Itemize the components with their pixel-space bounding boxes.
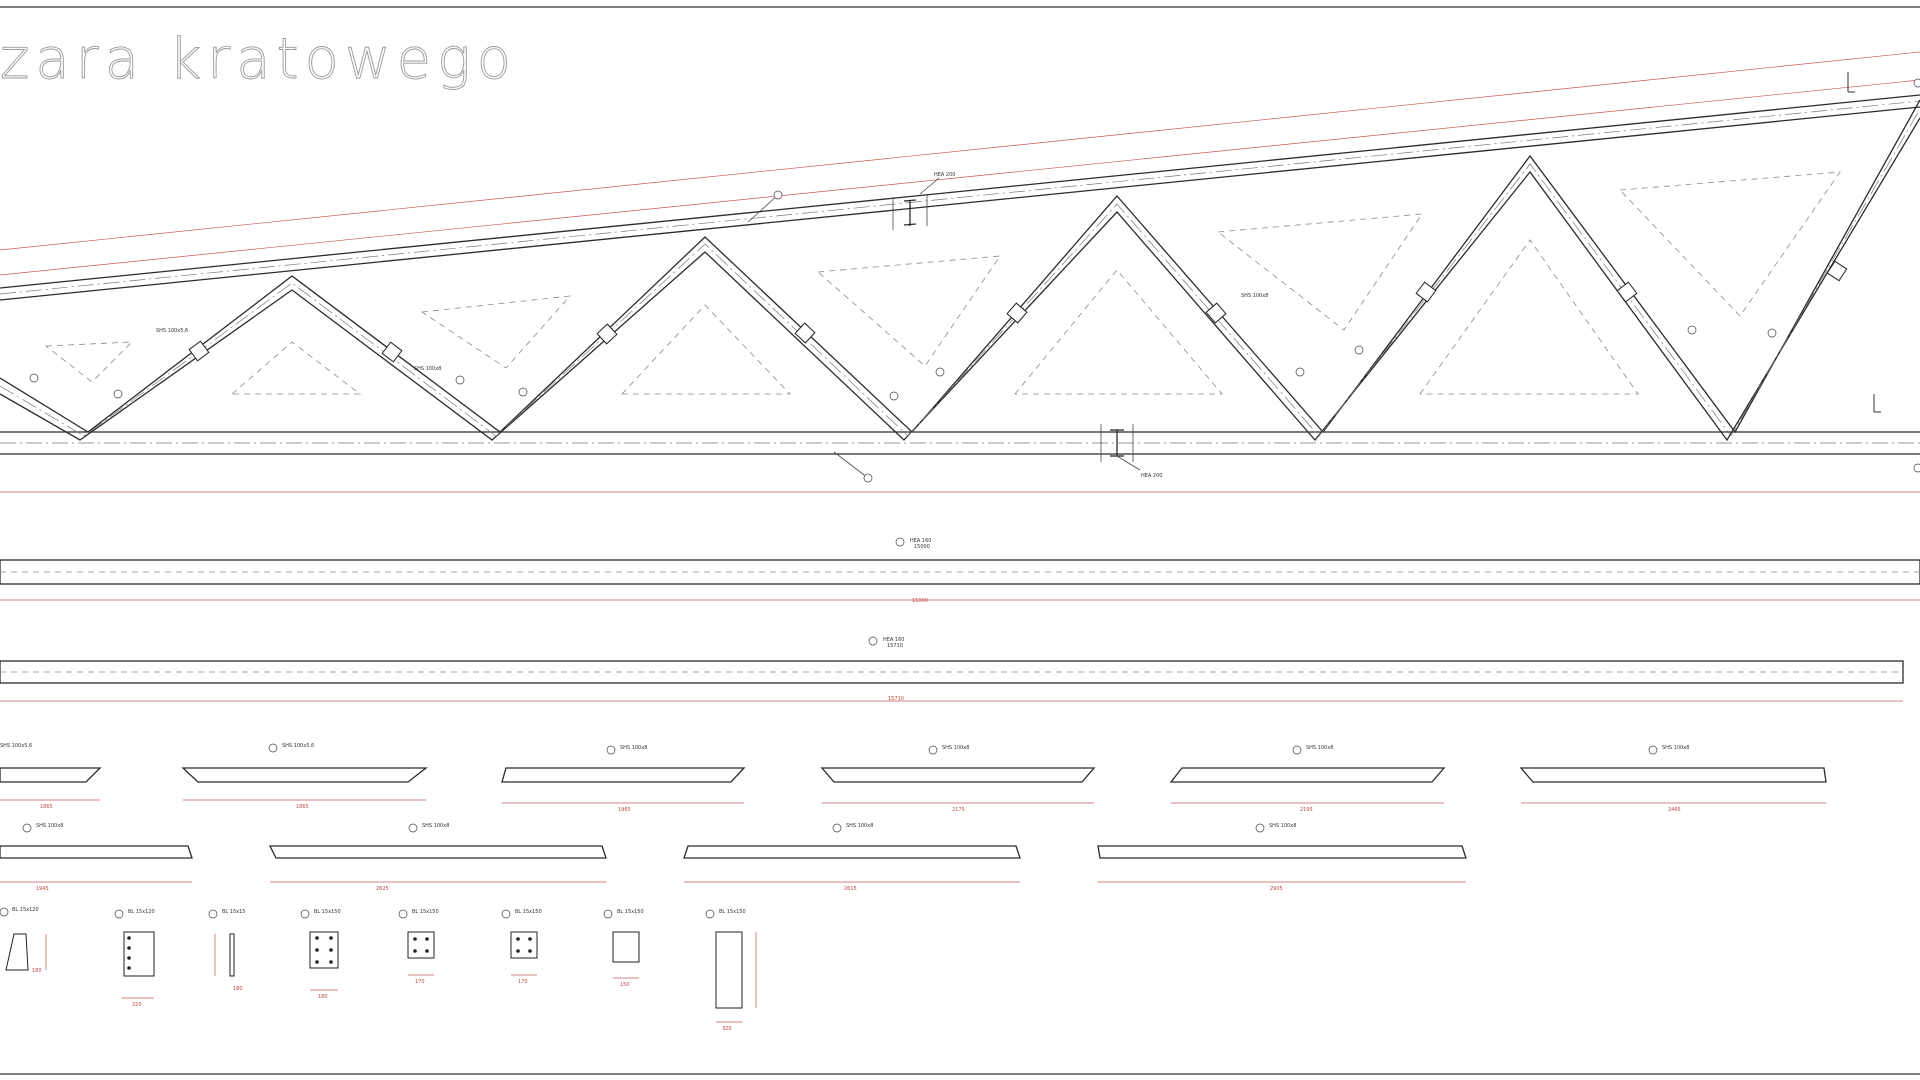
svg-text:2465: 2465 (1668, 807, 1681, 813)
plate-15: BL 15x15 180 (208, 909, 246, 992)
plate-13: BL 15x120 180 (0, 907, 47, 974)
svg-text:170: 170 (518, 979, 528, 985)
part-1-length-tag: 15000 (914, 544, 930, 550)
svg-text:2195: 2195 (1300, 807, 1313, 813)
part-10: SHS 100x8 2625 (268, 823, 607, 892)
svg-text:2625: 2625 (376, 886, 389, 892)
svg-text:2905: 2905 (1270, 886, 1283, 892)
part-1-bottom-chord: HEA 160 15000 15000 (0, 537, 1920, 604)
svg-text:180: 180 (233, 986, 243, 992)
diagonal-profile-label-2: SHS 100x5,6 (156, 328, 188, 334)
part-6: SHS 100x8 2175 (820, 745, 1096, 813)
top-dim-line-2 (0, 79, 1920, 276)
diagonal-profile-label-1: SHS 100x8 (414, 366, 441, 372)
svg-text:BL 15x150: BL 15x150 (314, 909, 341, 915)
part-2-length-tag: 15710 (887, 643, 903, 649)
svg-text:170: 170 (415, 979, 425, 985)
part-7: SHS 100x8 2195 (1169, 745, 1446, 813)
svg-text:320: 320 (722, 1026, 732, 1032)
svg-text:180: 180 (32, 968, 42, 974)
svg-text:BL 15x150: BL 15x150 (719, 909, 746, 915)
top-chord-profile-label: HEA 200 (934, 172, 955, 178)
svg-text:BL 15x150: BL 15x150 (412, 909, 439, 915)
part-2-profile: HEA 160 (883, 637, 904, 643)
svg-text:BL 15x120: BL 15x120 (128, 909, 155, 915)
plate-14: BL 15x120 220 (114, 909, 155, 1008)
svg-text:1965: 1965 (618, 807, 631, 813)
svg-text:SHS 100x8: SHS 100x8 (36, 823, 63, 829)
part-8: SHS 100x8 2465 (1519, 745, 1827, 813)
plate-20: BL 15x150 320 (705, 909, 757, 1032)
svg-text:SHS 100x5,6: SHS 100x5,6 (282, 743, 314, 749)
svg-text:SHS 100x5,6: SHS 100x5,6 (0, 743, 32, 749)
drawing-title: zara kratowego (0, 27, 517, 92)
diagonals-row-2: SHS 100x8 1945 SHS 100x8 2625 SHS 100x8 … (0, 823, 1467, 892)
svg-text:SHS 100x8: SHS 100x8 (422, 823, 449, 829)
leader-lines (747, 177, 1141, 479)
top-chord-centerline (0, 100, 1920, 295)
diagonals-row-1: SHS 100x5,6 1865 SHS 100x5,6 1865 SHS 10… (0, 743, 1827, 813)
svg-text:BL 15x120: BL 15x120 (12, 907, 39, 913)
part-3: SHS 100x5,6 1865 (0, 743, 102, 810)
svg-text:SHS 100x8: SHS 100x8 (942, 745, 969, 751)
svg-text:1945: 1945 (36, 886, 49, 892)
svg-text:SHS 100x8: SHS 100x8 (846, 823, 873, 829)
part-2-top-chord: HEA 160 15710 15710 (0, 636, 1904, 702)
part-9: SHS 100x8 1945 (0, 823, 193, 892)
svg-text:BL 15x150: BL 15x150 (515, 909, 542, 915)
part-5: SHS 100x8 1965 (501, 745, 746, 813)
svg-text:150: 150 (620, 982, 630, 988)
diagonal-splices (188, 260, 1848, 363)
weld-triangle-sketches (44, 171, 1841, 395)
svg-text:SHS 100x8: SHS 100x8 (1306, 745, 1333, 751)
svg-text:2175: 2175 (952, 807, 965, 813)
truss-diagonals (0, 99, 1920, 442)
top-chord-splice-plate (892, 194, 928, 230)
plate-17: BL 15x150 170 (398, 909, 439, 985)
bottom-chord-splice-plate (1100, 424, 1134, 462)
truss-elevation: HEA 200 HEA 200 SHS 100x8 SHS 100x5,6 SH… (0, 51, 1920, 493)
plate-19: BL 15x150 150 (603, 909, 644, 988)
svg-text:SHS 100x8: SHS 100x8 (1662, 745, 1689, 751)
section-mark-top (1847, 72, 1855, 93)
svg-text:BL 15x150: BL 15x150 (617, 909, 644, 915)
plate-18: BL 15x150 170 (501, 909, 542, 985)
top-chord-lower-edge (0, 106, 1920, 301)
part-2-length-dim: 15710 (888, 696, 904, 702)
svg-text:SHS 100x8: SHS 100x8 (620, 745, 647, 751)
svg-text:BL 15x15: BL 15x15 (222, 909, 246, 915)
part-4: SHS 100x5,6 1865 (181, 743, 428, 810)
svg-text:SHS 100x8: SHS 100x8 (1269, 823, 1296, 829)
plate-16: BL 15x150 180 (300, 909, 341, 1000)
part-1-profile: HEA 160 (910, 538, 931, 544)
svg-text:180: 180 (318, 994, 328, 1000)
svg-text:1865: 1865 (40, 804, 53, 810)
part-1-length-dim: 15000 (912, 598, 928, 604)
top-dim-line-1 (0, 51, 1920, 251)
diagonal-profile-label-3: SHS 100x8 (1241, 293, 1268, 299)
section-mark-bottom (1873, 394, 1881, 413)
plates-row: BL 15x120 180 BL 15x120 220 BL 15x15 180… (0, 907, 757, 1032)
member-bubbles (29, 78, 1920, 483)
top-chord-upper-edge (0, 94, 1920, 289)
bottom-chord-profile-label: HEA 200 (1141, 473, 1162, 479)
svg-text:1865: 1865 (296, 804, 309, 810)
part-11: SHS 100x8 2615 (683, 823, 1021, 892)
svg-text:220: 220 (132, 1002, 142, 1008)
svg-text:2615: 2615 (844, 886, 857, 892)
part-12: SHS 100x8 2905 (1097, 823, 1467, 892)
